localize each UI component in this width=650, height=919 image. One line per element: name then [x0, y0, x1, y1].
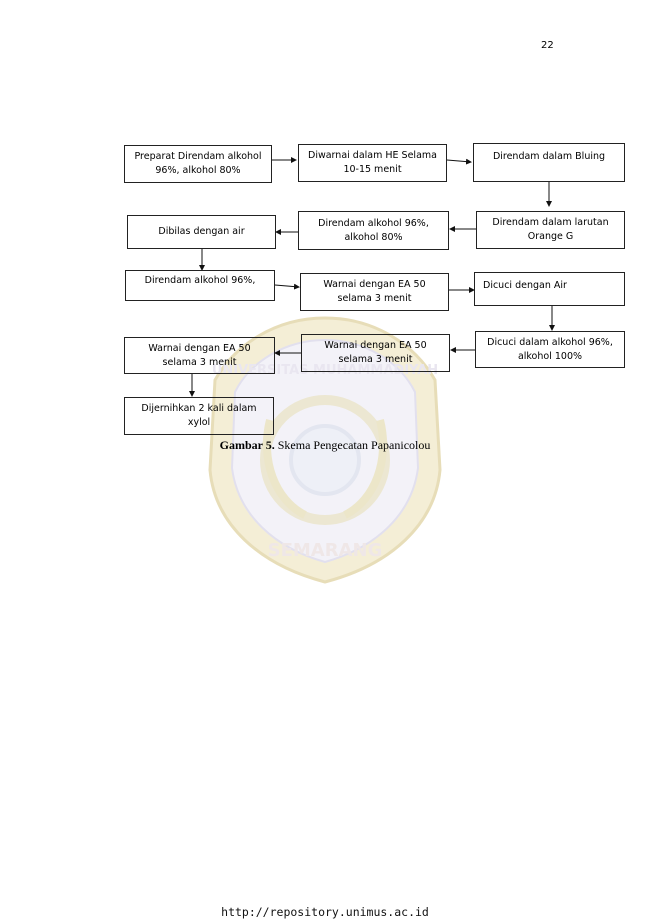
flow-step-9: Dicuci dengan Air — [474, 272, 625, 306]
arrow-2-3 — [446, 158, 472, 165]
figure-caption-text: Skema Pengecatan Papanicolou — [274, 438, 431, 452]
arrow-7-8 — [274, 283, 300, 290]
figure-caption: Gambar 5. Skema Pengecatan Papanicolou — [0, 438, 650, 453]
flow-step-4: Direndam dalam larutan Orange G — [476, 211, 625, 249]
page-number: 22 — [541, 40, 554, 51]
flow-step-8: Warnai dengan EA 50 selama 3 menit — [300, 273, 449, 311]
watermark-top-text: UNIVERSITAS MUHAMMADIYAH — [212, 363, 438, 378]
university-seal-watermark: UNIVERSITAS MUHAMMADIYAH SEMARANG — [208, 316, 442, 584]
flow-step-3: Direndam dalam Bluing — [473, 143, 625, 182]
flow-step-13: Dijernihkan 2 kali dalam xylol — [124, 397, 274, 435]
flow-step-6: Dibilas dengan air — [127, 215, 276, 249]
flow-step-7: Direndam alkohol 96%, — [125, 270, 275, 301]
watermark-bottom-text: SEMARANG — [268, 540, 383, 561]
figure-caption-label: Gambar 5. — [219, 438, 275, 452]
flow-step-1: Preparat Direndam alkohol 96%, alkohol 8… — [124, 145, 272, 183]
repository-url[interactable]: http://repository.unimus.ac.id — [221, 905, 429, 919]
flow-step-10: Dicuci dalam alkohol 96%, alkohol 100% — [475, 331, 625, 368]
flow-step-5: Direndam alkohol 96%, alkohol 80% — [298, 211, 449, 250]
flow-step-2: Diwarnai dalam HE Selama 10-15 menit — [298, 144, 447, 182]
flow-step-12: Warnai dengan EA 50 selama 3 menit — [124, 337, 275, 374]
flow-step-11: Warnai dengan EA 50 selama 3 menit — [301, 334, 450, 372]
